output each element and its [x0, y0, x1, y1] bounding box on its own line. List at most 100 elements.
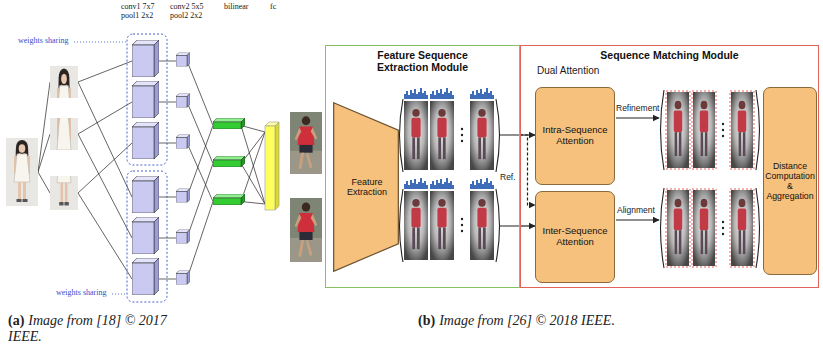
dot: [461, 134, 463, 136]
node-label: Distance Computation & Aggregation: [765, 161, 815, 201]
conv-block: [132, 258, 159, 295]
histogram: [430, 178, 454, 189]
step-label: Refinement: [616, 104, 659, 113]
caption-tag: (a): [8, 313, 24, 328]
dot: [461, 128, 463, 130]
dot: [461, 218, 463, 220]
node-label: Inter-Sequence Attention: [537, 226, 613, 248]
region-outline: [730, 91, 754, 169]
dot: [461, 140, 463, 142]
attention-box: Inter-Sequence Attention: [535, 191, 615, 283]
weights-sharing-note: weights sharing: [56, 289, 106, 298]
conv-block: [132, 40, 159, 77]
leader-line: [112, 294, 127, 295]
module-heading: Sequence Matching Module: [600, 49, 738, 61]
module-frame: Feature Sequence Extraction ModuleFeatur…: [325, 45, 520, 288]
flow-arrow: [616, 219, 659, 220]
conv-block: [176, 189, 190, 203]
sequence-output-line: [500, 135, 520, 226]
flow-arrow: [616, 117, 659, 118]
section-label: Dual Attention: [537, 65, 599, 76]
weights-sharing-note: weights sharing: [18, 37, 68, 46]
sharing-group: [127, 171, 167, 302]
wire: [241, 126, 265, 205]
person-photo: [290, 112, 322, 174]
attention-box: Intra-Sequence Attention: [535, 87, 615, 185]
person-photo: [6, 138, 38, 206]
reference-arrow: [520, 135, 535, 205]
network-wires: [38, 61, 265, 279]
sequence-frame: [693, 190, 715, 266]
flow-arrow: [520, 225, 535, 226]
conv-block: [132, 176, 159, 213]
bracket: [756, 188, 760, 268]
conv-block: [176, 53, 190, 67]
node-label: Intra-Sequence Attention: [537, 125, 613, 147]
sequence-frame: [470, 101, 494, 170]
region-outline: [692, 91, 716, 169]
region-outline: [666, 189, 690, 267]
bracket: [756, 90, 760, 170]
leader-line: [74, 42, 127, 43]
dot: [722, 135, 724, 137]
bracket: [661, 188, 665, 268]
module-heading: Feature Sequence Extraction Module: [367, 49, 479, 73]
sharing-group: [127, 34, 167, 165]
sequence-frame: [404, 101, 428, 170]
crop-photo: [50, 133, 78, 210]
layer-label: conv2 5x5 pool2 2x2: [170, 3, 216, 21]
trapezoid-shape: [334, 103, 399, 272]
sequence-frame: [693, 92, 715, 168]
sequence-frame: [667, 92, 689, 168]
conv-block: [176, 135, 190, 149]
conv-block: [176, 230, 190, 244]
extractor-trapezoid: Feature Extraction: [333, 101, 399, 273]
bracket: [661, 90, 665, 170]
bracket: [400, 189, 404, 262]
region-outline: [730, 189, 754, 267]
person-photo: [290, 198, 322, 262]
crop-photo: [50, 133, 78, 210]
node-label: Feature Extraction: [340, 177, 394, 198]
sequence-frame: [731, 190, 753, 266]
region-outlines: [666, 91, 754, 267]
dot: [461, 224, 463, 226]
histogram: [404, 88, 428, 99]
step-label: Alignment: [617, 206, 655, 215]
sequence-frame: [731, 92, 753, 168]
conv-block: [132, 217, 159, 254]
layer-label: conv1 7x7 pool1 2x2: [121, 3, 167, 21]
histogram: [404, 178, 428, 189]
sequence-frame: [430, 191, 454, 260]
crop-photo: [50, 96, 78, 180]
sequence-frame: [667, 190, 689, 266]
histogram: [470, 88, 494, 99]
conv-block: [132, 81, 159, 118]
bracket: [400, 99, 404, 172]
wire: [38, 82, 50, 193]
dot: [722, 221, 724, 223]
sequence-frame: [430, 101, 454, 170]
distance-box: Distance Computation & Aggregation: [763, 87, 817, 275]
sequence-frame: [470, 191, 494, 260]
caption-text: Image from [26] © 2018 IEEE.: [439, 313, 615, 328]
bilinear-bar: [213, 118, 245, 129]
bracket: [496, 189, 500, 262]
wire: [78, 61, 132, 279]
fc-bar: [275, 122, 279, 210]
edge-label: Ref.: [499, 173, 517, 182]
conv-block: [176, 94, 190, 108]
layer-label: fc: [270, 3, 276, 12]
conv-block: [176, 271, 190, 285]
dot: [722, 233, 724, 235]
wire: [187, 61, 213, 279]
dot: [461, 230, 463, 232]
crop-photo: [50, 96, 78, 180]
caption-tag: (b): [418, 313, 435, 328]
layer-label: bilinear: [224, 3, 248, 12]
caption: (a)Image from [18] © 2017 IEEE.: [8, 313, 200, 345]
histogram: [470, 178, 494, 189]
bilinear-bar: [213, 194, 245, 205]
fc-bar: [265, 126, 275, 210]
dot: [722, 129, 724, 131]
